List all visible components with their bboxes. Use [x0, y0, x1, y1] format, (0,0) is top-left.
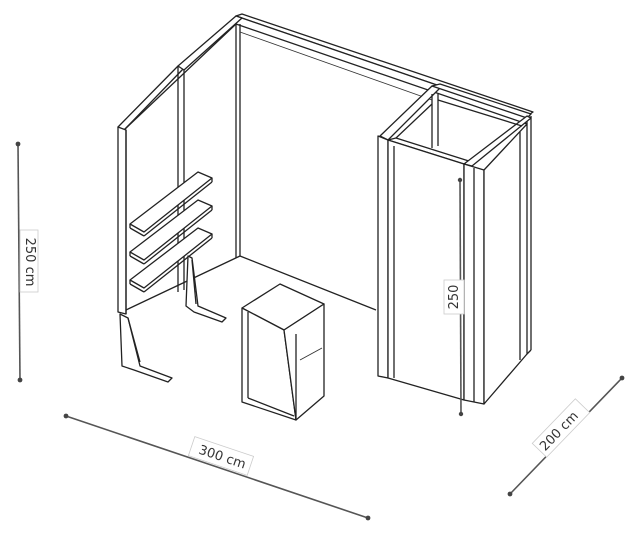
left-wall [117, 15, 243, 315]
height-label: 250 cm [22, 238, 37, 287]
width-dimension: 300 cm [63, 413, 371, 521]
cabin-height-label: 250 [447, 285, 462, 310]
counter-cube [241, 283, 325, 421]
depth-dimension: 200 cm [507, 375, 625, 497]
cabin-height-dimension: 250 [443, 177, 465, 417]
wall-shelves [129, 171, 213, 293]
storage-cabin [377, 83, 532, 405]
shelf-stands [119, 255, 227, 383]
height-dimension: 250 cm [15, 141, 39, 383]
